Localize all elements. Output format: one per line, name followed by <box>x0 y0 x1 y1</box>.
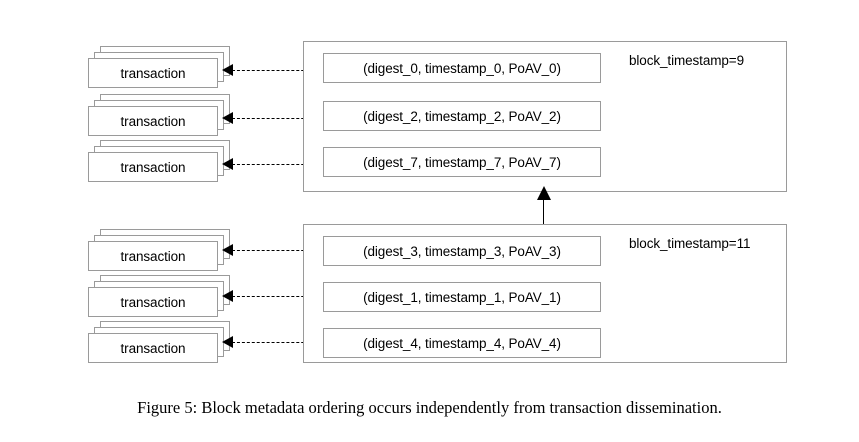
transaction-card-front: transaction <box>88 152 218 182</box>
transaction-card-front: transaction <box>88 58 218 88</box>
block-metadata-row: (digest_3, timestamp_3, PoAV_3) <box>304 236 788 266</box>
transaction-stack: transaction <box>88 94 230 138</box>
dissemination-dashed-line <box>232 342 324 343</box>
dissemination-dashed-line <box>232 164 324 165</box>
transaction-stack: transaction <box>88 229 230 273</box>
block-timestamp-label: block_timestamp=11 <box>629 236 751 251</box>
ordering-arrow-head-icon <box>537 186 551 200</box>
block-metadata-row: (digest_4, timestamp_4, PoAV_4) <box>304 328 788 358</box>
ordering-arrow-shaft <box>543 198 544 224</box>
dissemination-dashed-line <box>232 70 324 71</box>
dissemination-arrowhead-icon <box>222 290 233 302</box>
figure-caption: Figure 5: Block metadata ordering occurs… <box>137 398 722 417</box>
dissemination-arrowhead-icon <box>222 112 233 124</box>
block-metadata-row: (digest_0, timestamp_0, PoAV_0) <box>304 53 788 83</box>
dissemination-dashed-line <box>232 296 324 297</box>
transaction-stack: transaction <box>88 275 230 319</box>
block-metadata-row: (digest_7, timestamp_7, PoAV_7) <box>304 147 788 177</box>
block-metadata-row: (digest_1, timestamp_1, PoAV_1) <box>304 282 788 312</box>
dissemination-dashed-line <box>232 118 324 119</box>
transaction-stack: transaction <box>88 140 230 184</box>
block-metadata-box: (digest_1, timestamp_1, PoAV_1) <box>323 282 601 312</box>
block-metadata-box: (digest_4, timestamp_4, PoAV_4) <box>323 328 601 358</box>
transaction-card-front: transaction <box>88 333 218 363</box>
block-metadata-box: (digest_7, timestamp_7, PoAV_7) <box>323 147 601 177</box>
dissemination-dashed-line <box>232 250 324 251</box>
transaction-card-front: transaction <box>88 287 218 317</box>
dissemination-arrowhead-icon <box>222 64 233 76</box>
dissemination-arrowhead-icon <box>222 244 233 256</box>
transaction-card-front: transaction <box>88 241 218 271</box>
dissemination-arrowhead-icon <box>222 158 233 170</box>
block-metadata-box: (digest_0, timestamp_0, PoAV_0) <box>323 53 601 83</box>
block-container: (digest_0, timestamp_0, PoAV_0) (digest_… <box>303 41 787 192</box>
block-container: (digest_3, timestamp_3, PoAV_3) (digest_… <box>303 224 787 363</box>
block-metadata-row: (digest_2, timestamp_2, PoAV_2) <box>304 101 788 131</box>
transaction-stack: transaction <box>88 46 230 90</box>
block-metadata-box: (digest_3, timestamp_3, PoAV_3) <box>323 236 601 266</box>
block-metadata-box: (digest_2, timestamp_2, PoAV_2) <box>323 101 601 131</box>
transaction-card-front: transaction <box>88 106 218 136</box>
transaction-stack: transaction <box>88 321 230 365</box>
block-timestamp-label: block_timestamp=9 <box>629 53 744 68</box>
dissemination-arrowhead-icon <box>222 336 233 348</box>
